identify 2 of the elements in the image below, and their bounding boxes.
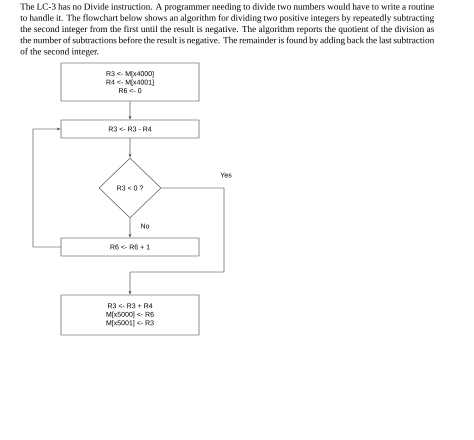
intro-paragraph: The LC-3 has no Divide instruction. A programmer needing to divide two numbers would have to write a routine to handle it. The flowchart below shows an algorithm for dividing two positive integers by repeatedly subtracting the second integer from the first until the result is negative. The algorithm reports the quotient of the division as the number of subtractions before the result is negative. The remainder is found by adding back the last subtraction of the second integer. bbox=[20, 3, 434, 56]
arrow bbox=[32, 127, 61, 248]
